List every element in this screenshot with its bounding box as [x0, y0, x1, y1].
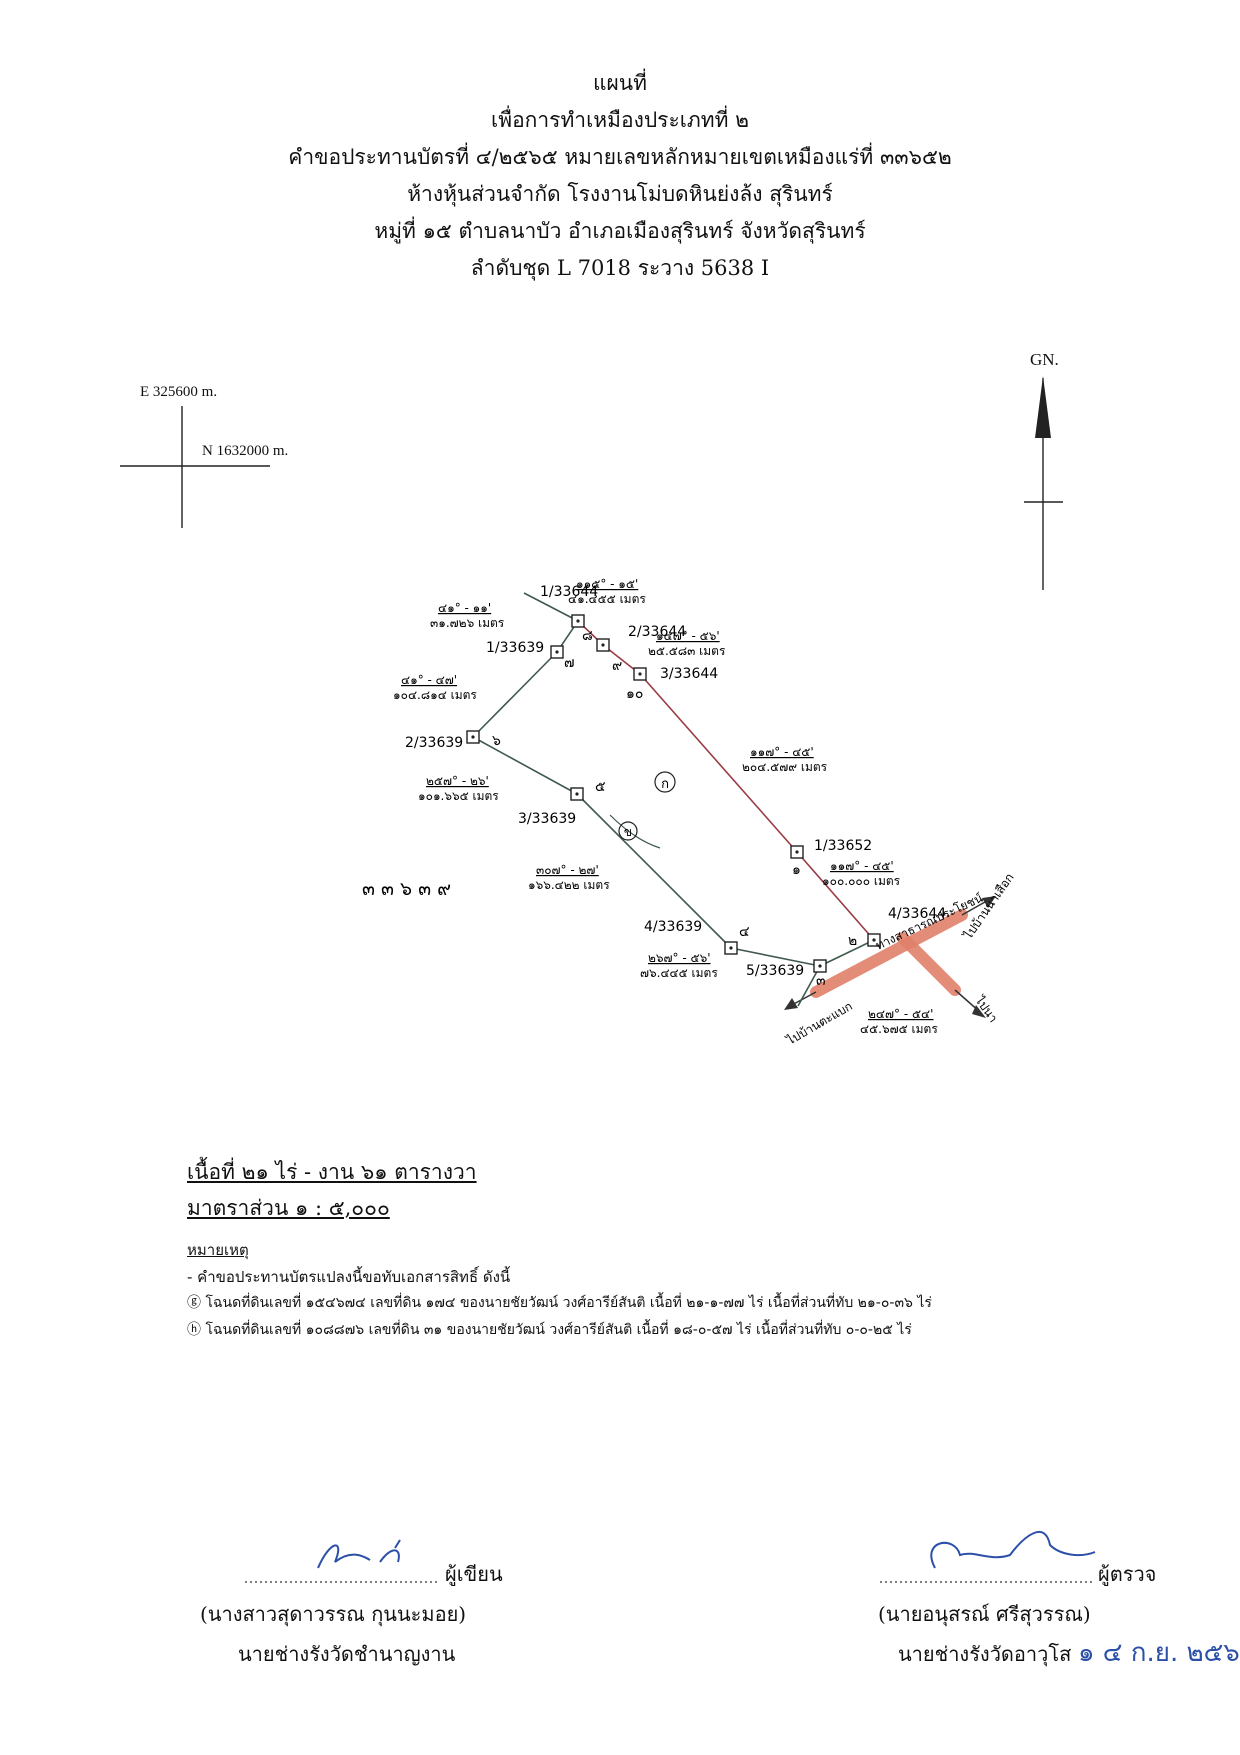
bearing-distance: ๑๐๐.๐๐๐ เมตร — [822, 874, 901, 888]
bearing-distance: ๓๑.๗๒๖ เมตร — [430, 616, 505, 630]
scale: มาตราส่วน ๑ : ๕,๐๐๐ — [187, 1196, 390, 1220]
parcel-b-text: ข — [624, 825, 632, 839]
parcel-b-label: ข — [618, 821, 638, 841]
bearing-distance: ๑๖๖.๔๒๒ เมตร — [528, 878, 610, 892]
notes-line-2: ⓖ โฉนดที่ดินเลขที่ ๑๕๔๖๗๔ เลขที่ดิน ๑๗๔ … — [187, 1295, 932, 1311]
bearing-angle: ๑๑๗° - ๔๕' — [750, 745, 814, 759]
bearing-distance: ๔๕.๖๗๕ เมตร — [860, 1022, 938, 1036]
parcel-a-text: ก — [661, 777, 669, 792]
marker-id-label: 1/33652 — [814, 838, 872, 854]
grid-north-label: GN. — [1030, 350, 1059, 369]
date-stamp: ๑ ๔ ก.ย. ๒๕๖๕ — [1078, 1638, 1240, 1668]
marker-id-label: 3/33639 — [518, 811, 576, 827]
marker-id-label: 1/33644 — [540, 584, 598, 600]
marker-dot — [555, 650, 559, 654]
marker-id-label: 4/33644 — [888, 906, 946, 922]
marker-labels: 1/33644 ๘ 1/33639 ๗ 2/33644 ๙ 3/33644 ๑๐ 2/33639… — [405, 584, 946, 989]
notes-line-3: ⓗ โฉนดที่ดินเลขที่ ๑๐๘๘๗๖ เลขที่ดิน ๓๑ ข… — [187, 1322, 912, 1338]
marker-number: ๓ — [816, 973, 826, 989]
marker-dot — [601, 643, 605, 647]
northing-label: N 1632000 m. — [202, 443, 289, 459]
notes-line-1: - คำขอประทานบัตรแปลงนี้ขอทับเอกสารสิทธิ์… — [187, 1268, 511, 1286]
marker-id-label: 5/33639 — [746, 963, 804, 979]
checker-signature — [930, 1531, 1096, 1569]
easting-label: E 325600 m. — [140, 384, 218, 400]
bearing-angle: ๒๖๗° - ๕๖' — [648, 951, 711, 965]
bearing-labels: ๔๑° - ๑๑'๓๑.๗๒๖ เมตร ๑๑๕° - ๑๕'๔๑.๔๕๕ เมต… — [393, 577, 938, 1036]
bearing-angle: ๑๑๗° - ๔๕' — [830, 859, 894, 873]
marker-dot — [729, 946, 733, 950]
bearing-angle: ๑๑๕° - ๑๕' — [576, 577, 638, 591]
mine-number: ๓ ๓ ๖ ๓ ๙ — [362, 878, 451, 900]
marker-dot — [576, 619, 580, 623]
bearing-angle: ๑๔๗° - ๕๖' — [656, 629, 720, 643]
area-size: เนื้อที่ ๒๑ ไร่ - งาน ๖๑ ตารางวา — [187, 1160, 477, 1184]
title-line-3: คำขอประทานบัตรที่ ๔/๒๕๖๕ หมายเลขหลักหมาย… — [288, 145, 952, 169]
marker-number: ๔ — [739, 924, 750, 940]
checker-title: นายช่างรังวัดอาวุโส — [898, 1642, 1072, 1666]
writer-signature — [317, 1539, 401, 1569]
bearing-distance: ๒๐๔.๕๗๙ เมตร — [742, 760, 828, 774]
checker-role: ผู้ตรวจ — [1098, 1562, 1157, 1586]
marker-dot — [638, 672, 642, 676]
bearing-angle: ๒๕๗° - ๒๖' — [426, 774, 489, 788]
marker-dot — [795, 850, 799, 854]
writer-title: นายช่างรังวัดชำนาญงาน — [238, 1642, 456, 1666]
marker-number: ๗ — [564, 655, 575, 671]
marker-id-label: 1/33639 — [486, 640, 544, 656]
marker-number: ๖ — [492, 733, 501, 749]
marker-dot — [872, 938, 876, 942]
marker-id-label: 2/33644 — [628, 624, 686, 640]
writer-name: (นางสาวสุดาวรรณ กุนนะมอย) — [200, 1602, 467, 1626]
marker-number: ๑๐ — [626, 686, 643, 702]
title-line-4: ห้างหุ้นส่วนจำกัด โรงงานโม่บดหินย่งล้ง ส… — [407, 182, 833, 206]
title-line-1: แผนที่ — [592, 71, 648, 95]
title-line-5: หมู่ที่ ๑๕ ตำบลนาบัว อำเภอเมืองสุรินทร์ … — [374, 219, 866, 243]
title-line-2: เพื่อการทำเหมืองประเภทที่ ๒ — [491, 108, 749, 132]
bearing-angle: ๔๑° - ๑๑' — [438, 601, 491, 615]
marker-dot — [575, 792, 579, 796]
marker-number: ๕ — [595, 779, 606, 795]
marker-number: ๒ — [848, 933, 857, 949]
marker-dot — [471, 735, 475, 739]
marker-number: ๘ — [582, 628, 593, 644]
bearing-distance: ๔๑.๔๕๕ เมตร — [568, 592, 646, 606]
boundary-green — [472, 592, 875, 1007]
writer-role: ผู้เขียน — [445, 1562, 503, 1586]
marker-dot — [818, 964, 822, 968]
marker-number: ๑ — [792, 862, 801, 878]
signature-marks — [245, 1531, 1096, 1583]
marker-id-label: 4/33639 — [644, 919, 702, 935]
boundary-markers — [466, 614, 881, 973]
bearing-angle: ๔๑° - ๔๗' — [401, 673, 457, 687]
bearing-distance: ๑๐๔.๘๑๔ เมตร — [393, 688, 477, 702]
public-road — [784, 896, 996, 1018]
bearing-angle: ๒๔๗° - ๕๔' — [868, 1007, 933, 1021]
parcel-a-label: ก — [654, 771, 676, 793]
boundary-red — [577, 620, 875, 941]
bearing-distance: ๗๖.๔๔๕ เมตร — [640, 966, 718, 980]
marker-id-label: 2/33639 — [405, 735, 463, 751]
grid-reference-cross — [120, 406, 270, 528]
checker-name: (นายอนุสรณ์ ศรีสุวรรณ) — [878, 1602, 1091, 1626]
bearing-angle: ๓๐๗° - ๒๗' — [536, 863, 599, 877]
bearing-distance: ๑๐๑.๖๖๕ เมตร — [418, 789, 499, 803]
notes-heading: หมายเหตุ — [187, 1241, 249, 1259]
bearing-distance: ๒๕.๕๘๓ เมตร — [648, 644, 726, 658]
north-arrow-icon — [1024, 376, 1063, 590]
marker-id-label: 3/33644 — [660, 666, 718, 682]
marker-number: ๙ — [612, 658, 622, 674]
title-line-6: ลำดับชุด L 7018 ระวาง 5638 I — [470, 256, 770, 280]
document-title-block: แผนที่ เพื่อการทำเหมืองประเภทที่ ๒ คำขอป… — [0, 66, 1240, 288]
